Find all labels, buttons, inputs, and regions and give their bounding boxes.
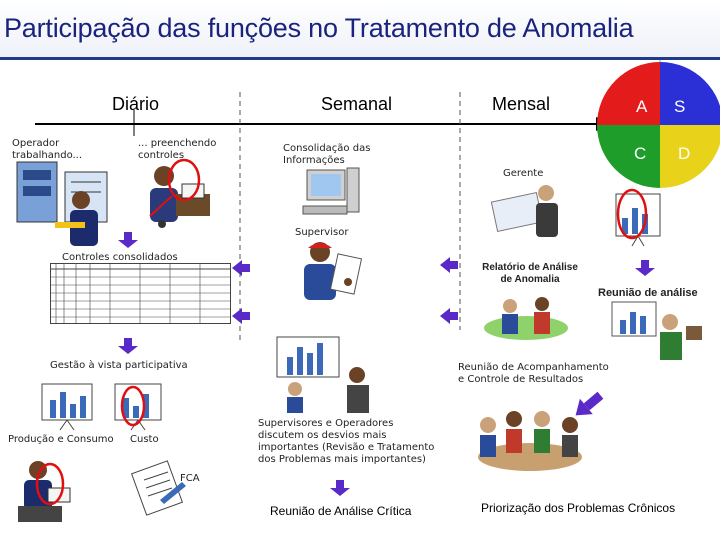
arrow-down-daily-1 [118,232,138,248]
arrow-left-2 [232,308,250,324]
arrow-left-4 [440,308,458,324]
arrow-diagonal [569,387,606,423]
arrow-left-1 [232,260,250,276]
arrow-left-3 [440,257,458,273]
arrow-down-monthly [635,260,655,276]
arrow-down-weekly [330,480,350,496]
arrow-down-daily-2 [118,338,138,354]
